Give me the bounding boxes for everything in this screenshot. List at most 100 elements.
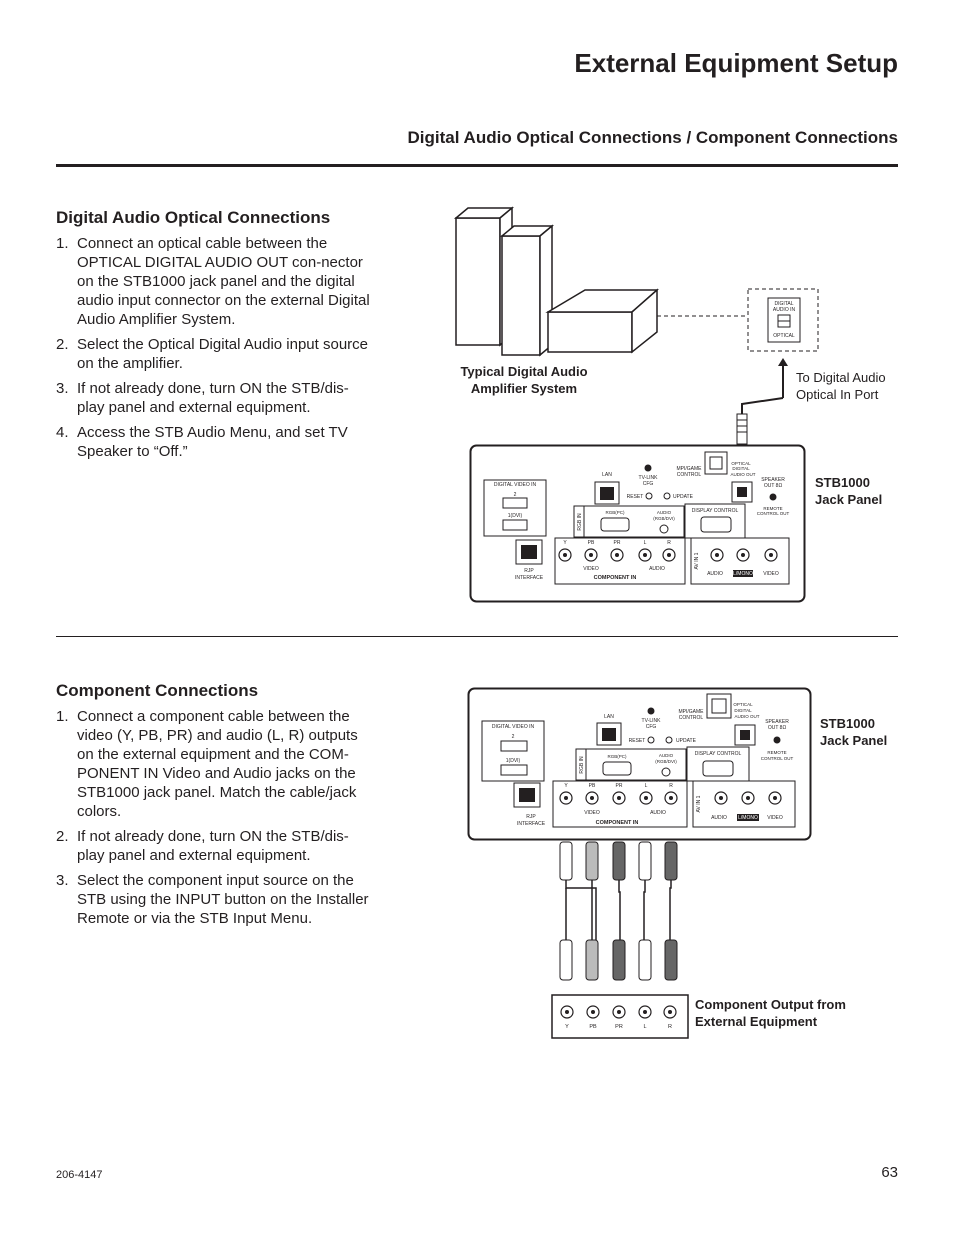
- svg-text:MPI/GAME: MPI/GAME: [678, 709, 704, 715]
- svg-text:AUDIO: AUDIO: [707, 571, 723, 577]
- svg-text:CONTROL OUT: CONTROL OUT: [757, 511, 790, 516]
- svg-text:R: R: [668, 1024, 672, 1030]
- svg-text:RGB IN: RGB IN: [579, 756, 585, 774]
- svg-text:RGB(PC): RGB(PC): [606, 510, 626, 515]
- svg-text:RESET: RESET: [629, 738, 646, 744]
- svg-text:DIGITAL VIDEO IN: DIGITAL VIDEO IN: [492, 724, 535, 730]
- svg-text:LAN: LAN: [604, 714, 614, 720]
- stb-label-component: STB1000 Jack Panel: [820, 716, 888, 748]
- svg-text:CONTROL OUT: CONTROL OUT: [761, 756, 794, 761]
- svg-text:INTERFACE: INTERFACE: [515, 575, 544, 581]
- component-cables: [559, 841, 678, 981]
- svg-text:PB: PB: [589, 783, 596, 789]
- page-title: External Equipment Setup: [574, 48, 898, 78]
- svg-text:VIDEO: VIDEO: [584, 810, 600, 816]
- optical-heading: Digital Audio Optical Connections: [56, 208, 331, 227]
- document-number: 206-4147: [56, 1169, 103, 1181]
- svg-text:AUDIO: AUDIO: [657, 510, 672, 515]
- svg-text:1(DVI): 1(DVI): [508, 513, 523, 519]
- svg-text:SPEAKER: SPEAKER: [761, 477, 785, 483]
- svg-text:MPI/GAME: MPI/GAME: [676, 466, 702, 472]
- svg-text:Y: Y: [563, 540, 567, 546]
- svg-text:CONTROL: CONTROL: [677, 472, 702, 478]
- component-step: 1.Connect a component cable between the …: [56, 708, 358, 820]
- svg-text:R: R: [669, 783, 673, 789]
- optical-step: 2.Select the Optical Digital Audio input…: [56, 336, 368, 372]
- svg-text:RESET: RESET: [627, 494, 644, 500]
- svg-text:RGB IN: RGB IN: [577, 513, 583, 531]
- svg-text:CFG: CFG: [643, 481, 654, 487]
- optical-step: 1.Connect an optical cable between the O…: [56, 235, 370, 328]
- svg-text:TV-LINK: TV-LINK: [639, 475, 659, 481]
- component-steps: 1.Connect a component cable between the …: [56, 707, 376, 934]
- svg-text:2: 2: [512, 734, 515, 740]
- svg-text:OUT 8Ω: OUT 8Ω: [764, 483, 783, 489]
- optical-diagram: DIGITAL AUDIO IN OPTICAL: [453, 206, 819, 445]
- svg-text:AUDIO: AUDIO: [649, 566, 665, 572]
- amplifier-label: Typical Digital Audio Amplifier System: [460, 364, 588, 396]
- speaker-right: [499, 224, 555, 357]
- plugs-top: [559, 841, 678, 881]
- stb-jack-panel-component: DIGITAL VIDEO IN 2 1(DVI) RJP INTERFACE …: [467, 687, 812, 841]
- svg-text:RGB(PC): RGB(PC): [608, 754, 628, 759]
- stb-label-optical: STB1000 Jack Panel: [815, 475, 883, 507]
- svg-text:REMOTE: REMOTE: [767, 750, 786, 755]
- section-divider: [56, 636, 898, 637]
- svg-text:REMOTE: REMOTE: [763, 506, 782, 511]
- svg-text:LAN: LAN: [602, 472, 612, 478]
- svg-text:DIGITAL: DIGITAL: [734, 708, 752, 713]
- svg-text:1(DVI): 1(DVI): [506, 758, 521, 764]
- external-equipment-label: Component Output from External Equipment: [695, 997, 846, 1029]
- svg-text:SPEAKER: SPEAKER: [765, 719, 789, 725]
- svg-text:PR: PR: [615, 1024, 623, 1030]
- svg-text:AV IN 1: AV IN 1: [696, 795, 702, 812]
- svg-text:VIDEO: VIDEO: [583, 566, 599, 572]
- component-step: 3.Select the component input source on t…: [56, 872, 369, 927]
- stb-jack-panel-optical: DIGITAL VIDEO IN 2 1(DVI) RJP INTERFACE …: [469, 444, 806, 603]
- svg-text:CFG: CFG: [646, 724, 657, 730]
- svg-text:VIDEO: VIDEO: [767, 815, 783, 821]
- svg-text:(RGB/DVI): (RGB/DVI): [655, 759, 677, 764]
- svg-text:AUDIO: AUDIO: [650, 810, 666, 816]
- svg-text:L: L: [643, 1024, 646, 1030]
- svg-text:DIGITAL: DIGITAL: [732, 466, 750, 471]
- svg-text:Y: Y: [565, 1024, 569, 1030]
- component-heading: Component Connections: [56, 681, 259, 700]
- svg-text:AUDIO IN: AUDIO IN: [773, 307, 796, 313]
- svg-text:UPDATE: UPDATE: [676, 738, 697, 744]
- svg-text:2: 2: [514, 492, 517, 498]
- external-equipment-panel: Y PB PR L R: [551, 994, 689, 1039]
- page-number: 63: [881, 1164, 898, 1181]
- optical-port-label: To Digital Audio Optical In Port: [796, 370, 886, 402]
- svg-text:DISPLAY CONTROL: DISPLAY CONTROL: [695, 751, 742, 757]
- svg-text:AUDIO OUT: AUDIO OUT: [730, 472, 755, 477]
- svg-text:INTERFACE: INTERFACE: [517, 821, 546, 827]
- svg-text:PR: PR: [616, 783, 623, 789]
- plugs-bottom: [559, 939, 678, 981]
- svg-text:AUDIO: AUDIO: [711, 815, 727, 821]
- svg-text:PR: PR: [614, 540, 621, 546]
- section-title: Digital Audio Optical Connections / Comp…: [407, 128, 898, 147]
- svg-text:L: L: [645, 783, 648, 789]
- svg-text:VIDEO: VIDEO: [763, 571, 779, 577]
- optical-step: 4.Access the STB Audio Menu, and set TV …: [56, 424, 348, 460]
- svg-text:CONTROL: CONTROL: [679, 715, 704, 721]
- svg-text:AV IN 1: AV IN 1: [694, 552, 700, 569]
- optical-step: 3.If not already done, turn ON the STB/d…: [56, 380, 349, 416]
- svg-text:DIGITAL: DIGITAL: [774, 301, 793, 307]
- svg-text:PB: PB: [588, 540, 595, 546]
- svg-text:L/MONO: L/MONO: [733, 571, 753, 577]
- component-step: 2.If not already done, turn ON the STB/d…: [56, 828, 349, 864]
- svg-text:OUT 8Ω: OUT 8Ω: [768, 725, 787, 731]
- svg-text:DIGITAL VIDEO IN: DIGITAL VIDEO IN: [494, 482, 537, 488]
- svg-text:OPTICAL: OPTICAL: [733, 702, 753, 707]
- svg-text:PB: PB: [589, 1024, 597, 1030]
- svg-text:(RGB/DVI): (RGB/DVI): [653, 516, 675, 521]
- amplifier-box: [545, 288, 659, 354]
- svg-text:Y: Y: [564, 783, 568, 789]
- svg-text:RJP: RJP: [524, 568, 534, 574]
- svg-text:AUDIO OUT: AUDIO OUT: [734, 714, 759, 719]
- svg-text:RJP: RJP: [526, 814, 536, 820]
- header-rule: [56, 164, 898, 167]
- svg-text:COMPONENT IN: COMPONENT IN: [596, 820, 639, 826]
